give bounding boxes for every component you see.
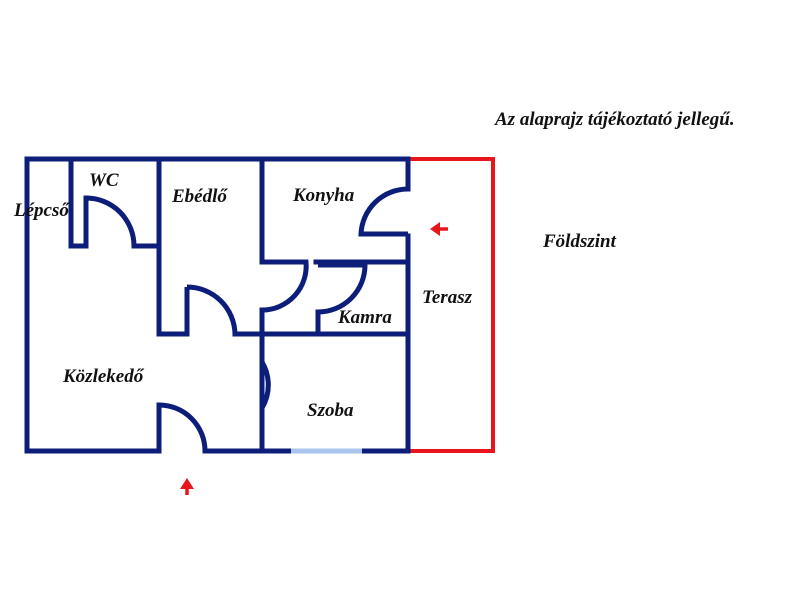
room-label-kozlekedo: Közlekedő (62, 366, 145, 387)
room-label-lepcso: Lépcső (13, 200, 70, 221)
main-entry-arrow (180, 478, 194, 495)
walls (24, 156, 411, 454)
door-ebedlo (184, 284, 238, 335)
terrace-entry-arrow (430, 222, 448, 236)
door-kamra (317, 262, 368, 315)
door-entrance (158, 402, 208, 452)
room-label-ebedlo: Ebédlő (171, 186, 228, 207)
disclaimer-note: Az alaprajz tájékoztató jellegű. (494, 109, 735, 130)
terrace-outline (408, 157, 495, 453)
room-label-wc: WC (89, 170, 119, 191)
door-swings (85, 186, 409, 452)
room-label-kamra: Kamra (337, 307, 392, 328)
door-szoba (259, 360, 271, 451)
room-label-szoba: Szoba (307, 400, 354, 421)
room-label-terasz: Terasz (422, 287, 473, 308)
door-konyha-kozlekedo (261, 259, 309, 313)
door-wc (85, 195, 137, 247)
door-konyha-terasz (358, 186, 409, 237)
level-label: Földszint (542, 231, 617, 252)
room-label-konyha: Konyha (292, 185, 355, 206)
